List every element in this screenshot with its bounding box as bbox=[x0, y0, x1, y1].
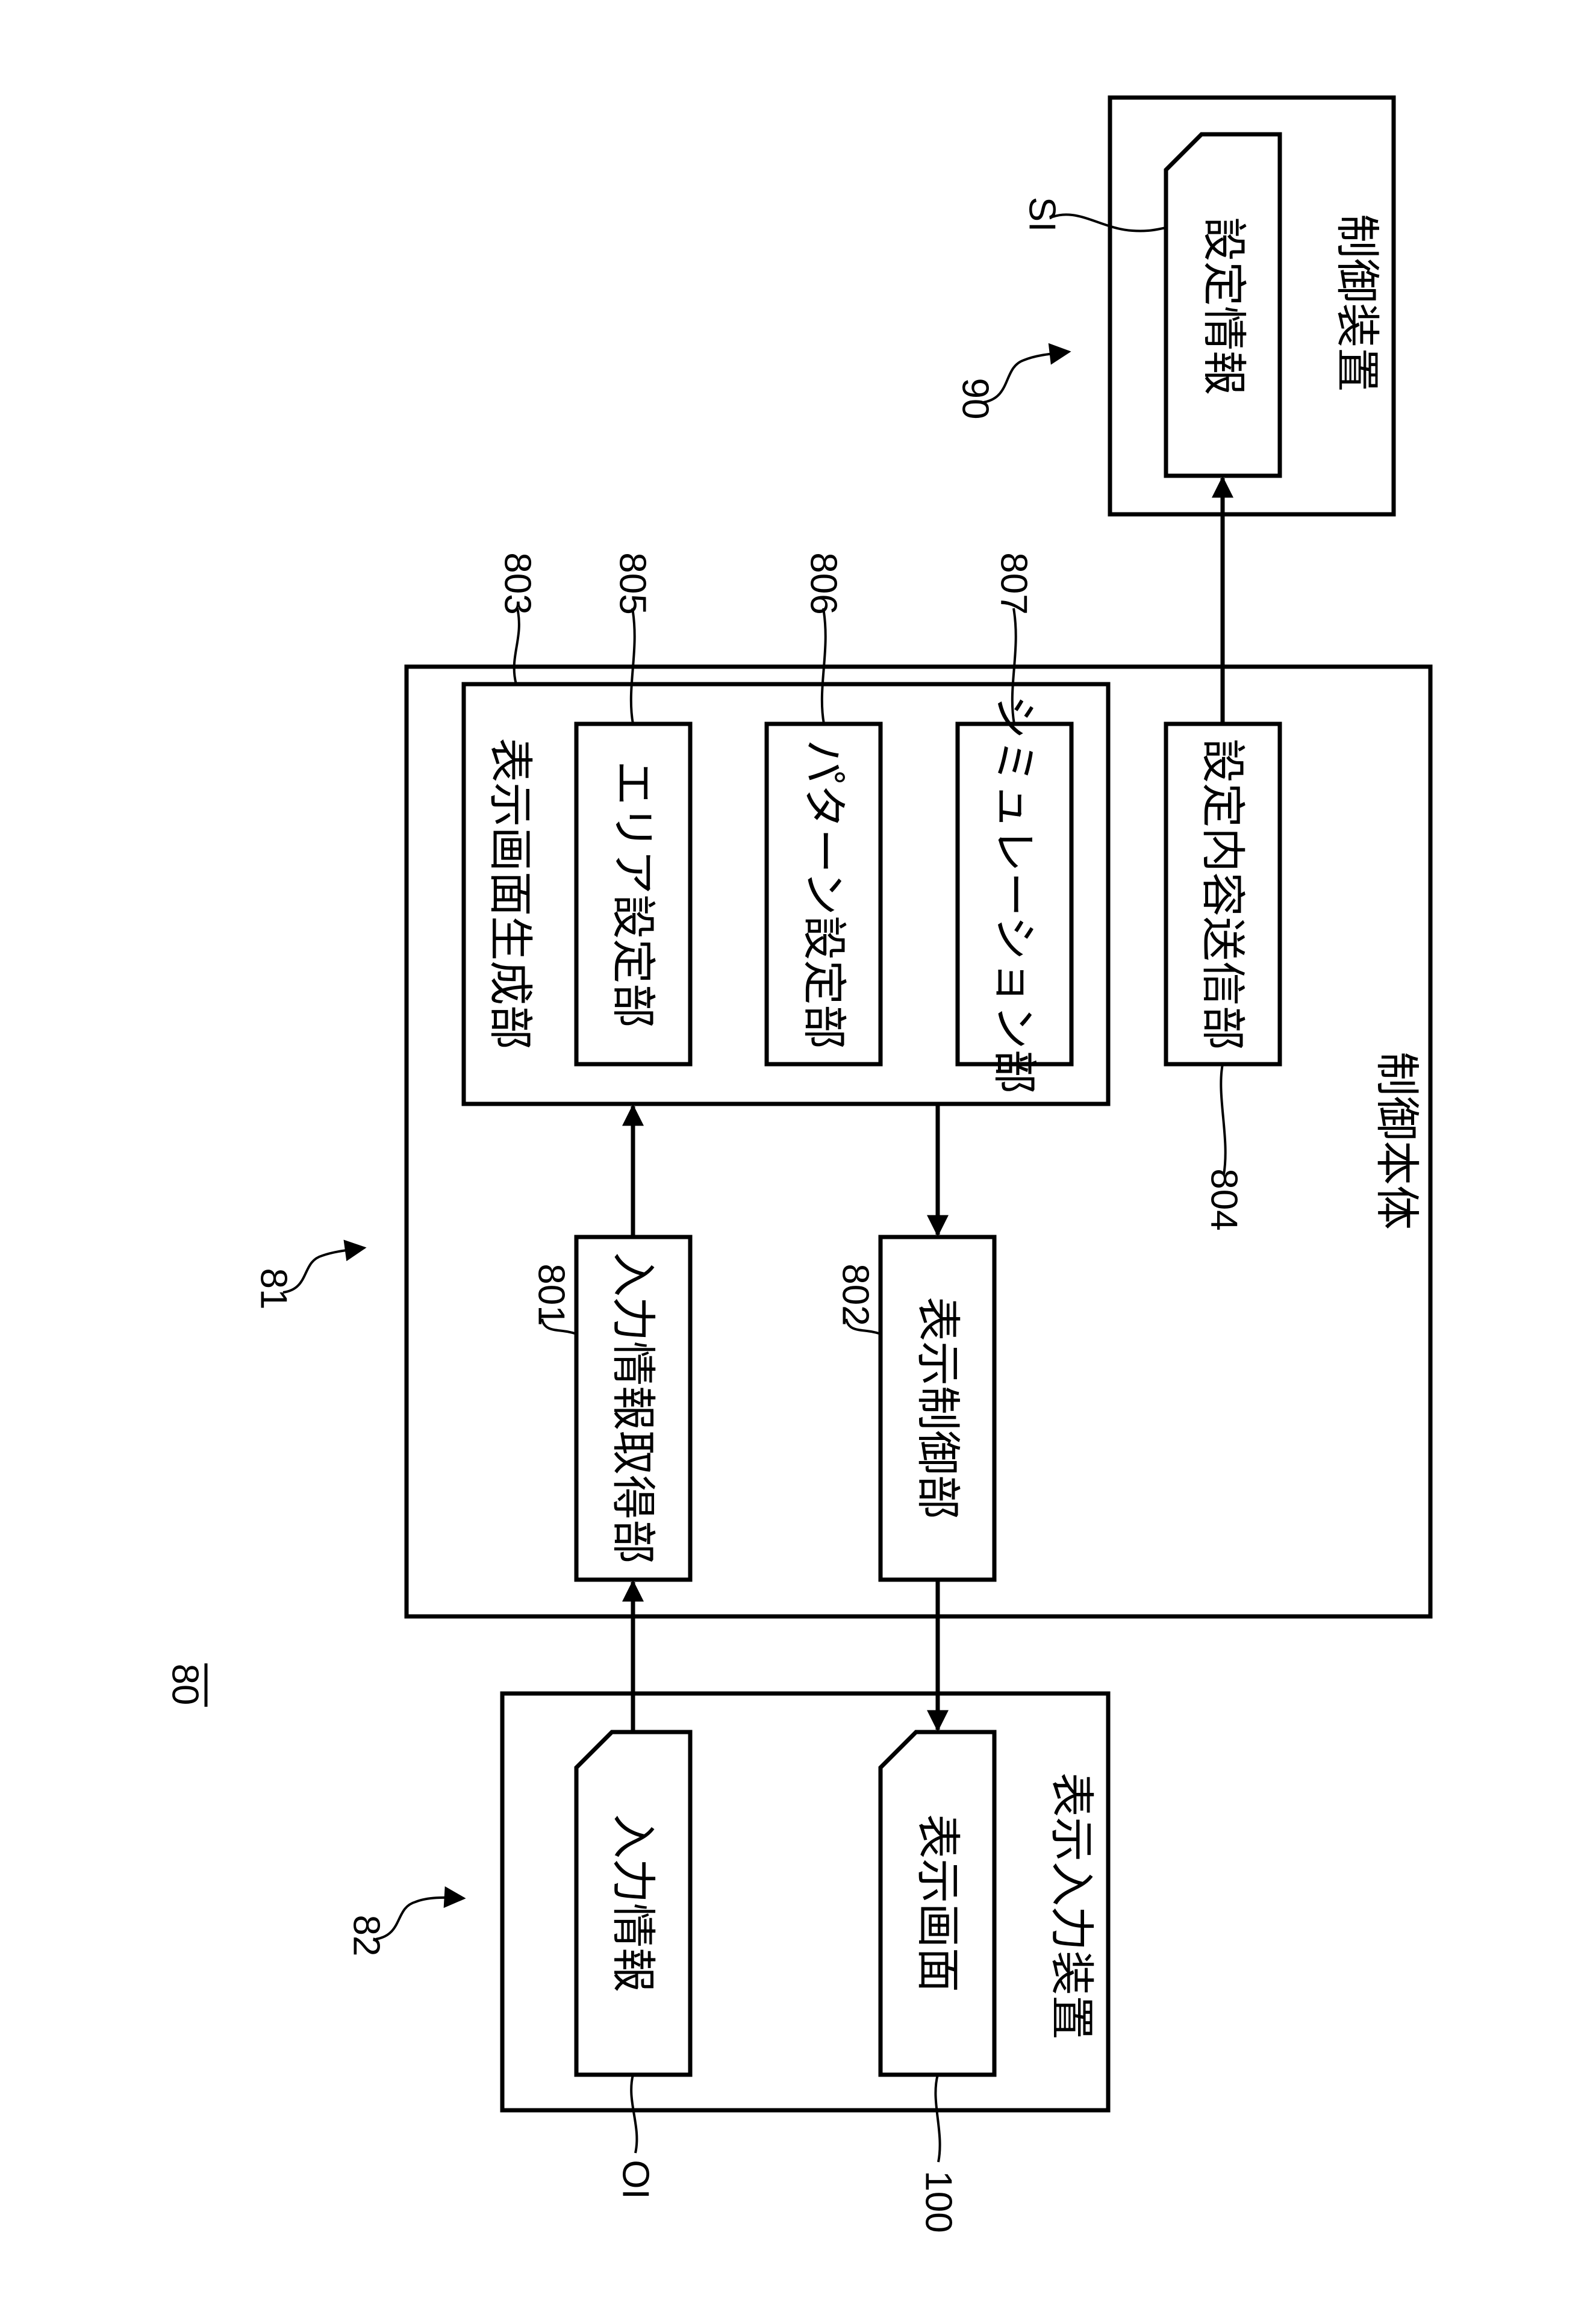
display-screen-label: 表示画面 bbox=[912, 1814, 964, 1992]
pattern-setting-label: パターン設定部 bbox=[798, 740, 850, 1049]
display-control-ref: 802 bbox=[835, 1263, 876, 1326]
setting-info-label: 設定情報 bbox=[1198, 217, 1250, 395]
display-input-device-ref: 82 bbox=[346, 1915, 387, 1957]
display-control-label: 表示制御部 bbox=[912, 1297, 964, 1519]
control-device-ref: 90 bbox=[955, 378, 996, 420]
area-setting-label: エリア設定部 bbox=[607, 761, 659, 1028]
settings-transmitter-ref: 804 bbox=[1203, 1168, 1245, 1230]
display-screen-ref: 100 bbox=[918, 2170, 959, 2233]
area-setting-ref: 805 bbox=[612, 552, 653, 614]
control-body-title: 制御本体 bbox=[1371, 1052, 1423, 1230]
figure-label: 80 bbox=[164, 1664, 206, 1706]
input-info-acquisition-label: 入力情報取得部 bbox=[607, 1252, 659, 1564]
display-input-device-ref-arrow bbox=[376, 1898, 464, 1939]
display-input-device-title: 表示入力装置 bbox=[1046, 1772, 1097, 2040]
simulation-label: シミュレーション部 bbox=[988, 694, 1040, 1094]
settings-transmitter-label: 設定内容送信部 bbox=[1197, 738, 1248, 1050]
display-screen-generator-label: 表示画面生成部 bbox=[484, 738, 536, 1050]
input-info-ref: OI bbox=[615, 2160, 656, 2199]
display-screen-generator-ref: 803 bbox=[497, 552, 538, 614]
input-info-label: 入力情報 bbox=[607, 1814, 659, 1992]
simulation-ref: 807 bbox=[993, 552, 1035, 614]
setting-info-ref: SI bbox=[1021, 197, 1063, 232]
control-device-title: 制御装置 bbox=[1331, 214, 1383, 392]
control-body-ref: 81 bbox=[253, 1268, 295, 1310]
control-body-ref-arrow bbox=[283, 1248, 364, 1292]
pattern-setting-ref: 806 bbox=[803, 552, 844, 614]
input-info-acquisition-ref: 801 bbox=[531, 1263, 572, 1326]
